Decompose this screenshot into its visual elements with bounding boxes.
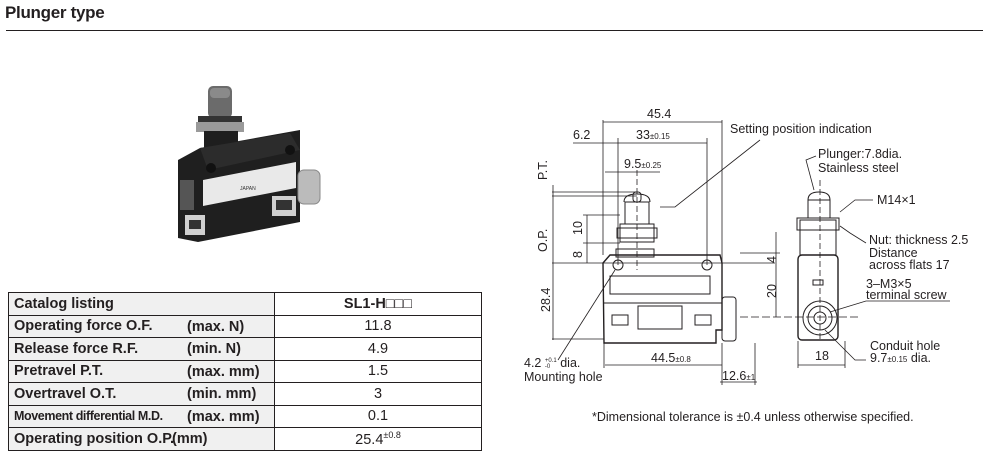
- row-value: 1.5: [274, 359, 482, 383]
- catalog-listing-value: SL1-H□□□: [274, 292, 482, 316]
- photo-label-text: JAPAN: [240, 186, 256, 192]
- dim-conduit-length-tol: ±1: [746, 373, 756, 382]
- row-label: Movement differential M.D.: [14, 409, 163, 424]
- row-unit: (max. mm): [187, 408, 260, 425]
- setting-position-label: Setting position indication: [730, 122, 872, 136]
- dim-overall-width: 45.4: [647, 107, 672, 121]
- table-header-row: Catalog listing SL1-H□□□: [8, 292, 482, 316]
- plunger-material: Stainless steel: [818, 161, 899, 175]
- dim-hole-pitch-value: 33: [636, 128, 650, 142]
- dim-20: 20: [765, 284, 779, 298]
- row-unit: (min. mm): [187, 386, 257, 402]
- row-label: Overtravel O.T.: [14, 385, 117, 402]
- dim-10: 10: [571, 221, 585, 235]
- row-unit: (mm): [172, 431, 208, 447]
- dim-4: 4: [765, 256, 779, 263]
- table-row: Operating position O.P.(mm) 25.4±0.8: [8, 427, 482, 451]
- dim-plunger-offset-value: 9.5: [624, 157, 642, 171]
- mounting-dia-value: 4.2: [524, 356, 542, 370]
- table-row: Movement differential M.D. (max. mm) 0.1: [8, 404, 482, 428]
- row-value: 4.9: [274, 337, 482, 361]
- mounting-dia-suffix: dia.: [560, 356, 581, 370]
- dim-conduit-length-value: 12.6: [722, 369, 747, 383]
- conduit-label-1: Conduit hole: [870, 339, 941, 353]
- row-label: Pretravel P.T.: [14, 363, 104, 380]
- thread-label: M14×1: [877, 193, 916, 207]
- mounting-hole-label: Mounting hole: [524, 370, 603, 384]
- table-row: Pretravel P.T. (max. mm) 1.5: [8, 359, 482, 383]
- dim-body-length-tol: ±0.8: [675, 355, 691, 364]
- nut-label-3: across flats 17: [869, 258, 950, 272]
- mounting-tol-plus: +0.1: [544, 357, 557, 364]
- product-photo: JAPAN: [178, 86, 321, 242]
- row-value: 25.4: [355, 431, 384, 448]
- row-unit: (min. N): [187, 341, 241, 357]
- dim-offset: 6.2: [573, 128, 591, 142]
- conduit-dia-suffix: dia.: [910, 351, 931, 365]
- table-row: Overtravel O.T. (min. mm) 3: [8, 382, 482, 406]
- row-label: Release force R.F.: [14, 340, 139, 357]
- row-label: Operating position O.P.: [14, 430, 175, 447]
- dim-8: 8: [571, 251, 585, 258]
- table-row: Release force R.F. (min. N) 4.9: [8, 337, 482, 361]
- dim-body-length-value: 44.5: [651, 351, 676, 365]
- plunger-label: Plunger:7.8dia.: [818, 147, 903, 161]
- dim-hole-pitch-tol: ±0.15: [649, 132, 670, 141]
- catalog-listing-label: Catalog listing: [8, 292, 275, 316]
- section-title: Plunger type: [5, 3, 105, 22]
- nut-label-2: Distance: [869, 246, 918, 260]
- conduit-dia-tol: ±0.15: [887, 355, 908, 364]
- spec-table: Catalog listing SL1-H□□□ Operating force…: [8, 292, 482, 451]
- mounting-hole-dia: 4.2 +0.1-0 dia.: [524, 357, 580, 370]
- row-value: 3: [274, 382, 482, 406]
- nut-label-1: Nut: thickness 2.5: [869, 233, 969, 247]
- dim-conduit-length: 12.6±1: [722, 370, 755, 383]
- row-unit: (max. N): [187, 318, 245, 335]
- tolerance-footnote: *Dimensional tolerance is ±0.4 unless ot…: [592, 410, 914, 424]
- dim-hole-pitch: 33±0.15: [636, 129, 670, 142]
- row-tolerance: ±0.8: [383, 429, 401, 440]
- conduit-label-2: 9.7±0.15 dia.: [870, 352, 931, 365]
- title-divider: [6, 30, 983, 31]
- row-unit: (max. mm): [187, 363, 260, 380]
- dim-plunger-offset-tol: ±0.25: [641, 161, 662, 170]
- mounting-tol-minus: -0: [544, 363, 551, 370]
- dim-18: 18: [815, 349, 829, 363]
- dim-28-4: 28.4: [539, 287, 553, 312]
- dim-body-length: 44.5±0.8: [651, 352, 691, 365]
- dim-plunger-offset: 9.5±0.25: [624, 158, 661, 171]
- row-value: 11.8: [274, 314, 482, 338]
- table-row: Operating force O.F. (max. N) 11.8: [8, 314, 482, 338]
- row-value: 0.1: [274, 404, 482, 428]
- screw-label-1: 3–M3×5: [866, 277, 912, 291]
- op-label: O.P.: [536, 228, 550, 252]
- row-label: Operating force O.F.: [14, 318, 153, 335]
- screw-label-2: terminal screw: [866, 288, 947, 302]
- pt-label: P.T.: [536, 160, 550, 180]
- conduit-dia-value: 9.7: [870, 351, 888, 365]
